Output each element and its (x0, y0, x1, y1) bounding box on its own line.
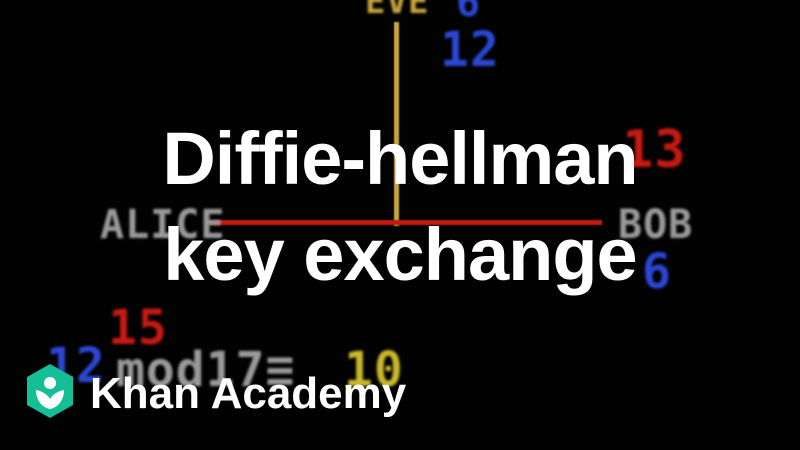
bob-label: BOB (618, 202, 694, 248)
equation-result: 10 (344, 342, 404, 398)
red-number-left: 15 (108, 300, 168, 356)
blue-number-top-1: 6 (456, 0, 482, 26)
brand-name: Khan Academy (90, 368, 407, 418)
eve-label: EVE (365, 0, 430, 22)
title-line-1: Diffie-hellman (162, 117, 638, 200)
red-number-right: 13 (622, 120, 687, 180)
equation-text: mod17≡ (116, 342, 296, 398)
khan-academy-logo-icon (24, 362, 76, 425)
blue-number-top-2: 12 (440, 22, 500, 78)
vertical-line (394, 22, 399, 226)
blue-number-right: 6 (642, 244, 672, 300)
horizontal-line (210, 220, 602, 225)
title-line-2: key exchange (163, 213, 637, 296)
alice-label: ALICE (100, 202, 226, 248)
brand[interactable]: Khan Academy (24, 362, 406, 425)
